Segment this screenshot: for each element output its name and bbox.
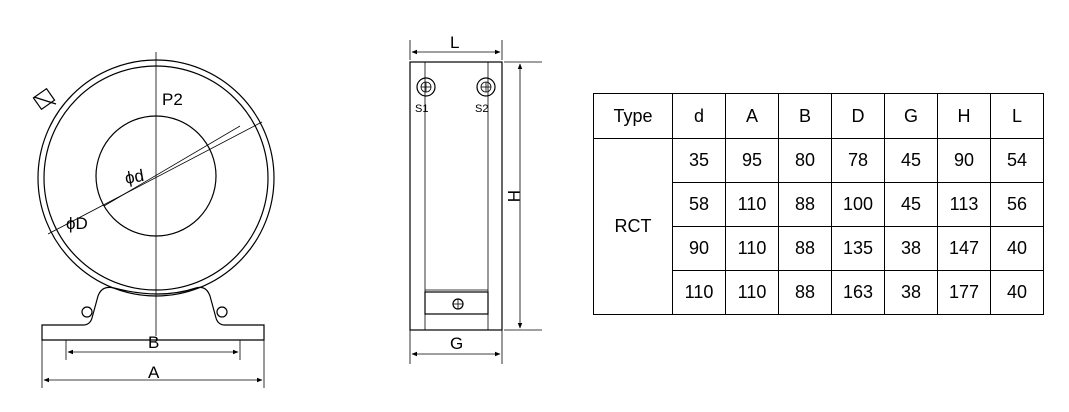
header-b: B — [778, 93, 832, 139]
table-header-row: Type d A B D G H L — [593, 93, 1044, 139]
table-row: 90 110 88 135 38 147 40 — [594, 226, 1044, 271]
table-cell: 110 — [725, 182, 779, 227]
terminal-s2 — [476, 77, 496, 97]
header-l: L — [990, 93, 1044, 139]
table-cell: 38 — [884, 226, 938, 271]
table-cell: 100 — [831, 182, 885, 227]
table-cell: 110 — [672, 270, 726, 315]
table-row: RCT 35 95 80 78 45 90 54 — [593, 138, 1044, 315]
table-cell: 58 — [672, 182, 726, 227]
table-cell: 147 — [937, 226, 991, 271]
table-cell: 163 — [831, 270, 885, 315]
spec-table: Type d A B D G H L RCT 35 95 80 78 45 90… — [593, 93, 1044, 315]
label-inner-dia: ϕd — [123, 166, 145, 188]
label-h: H — [504, 190, 523, 202]
table-cell: 90 — [937, 138, 991, 183]
table-cell: 38 — [884, 270, 938, 315]
left-bracket-screw — [81, 306, 93, 318]
base-plate — [41, 286, 265, 341]
side-body — [409, 61, 503, 331]
table-cell: 40 — [990, 226, 1044, 271]
front-view — [32, 52, 275, 388]
header-type: Type — [593, 93, 673, 139]
table-cell: 113 — [937, 182, 991, 227]
table-cell: 35 — [672, 138, 726, 183]
table-cell: 88 — [778, 226, 832, 271]
type-cell: RCT — [593, 138, 673, 315]
table-cell: 110 — [725, 226, 779, 271]
label-g: G — [450, 334, 463, 353]
side-view — [409, 40, 542, 364]
label-a: A — [148, 363, 160, 382]
header-a: A — [725, 93, 779, 139]
header-h: H — [937, 93, 991, 139]
terminal-s1 — [416, 77, 436, 97]
header-d: d — [672, 93, 726, 139]
table-cell: 54 — [990, 138, 1044, 183]
table-cell: 56 — [990, 182, 1044, 227]
table-cell: 177 — [937, 270, 991, 315]
right-bracket-screw — [216, 306, 228, 318]
header-outer-d: D — [831, 93, 885, 139]
table-cell: 110 — [725, 270, 779, 315]
table-cell: 88 — [778, 270, 832, 315]
table-cell: 90 — [672, 226, 726, 271]
table-cell: 78 — [831, 138, 885, 183]
table-cell: 135 — [831, 226, 885, 271]
table-cell: 45 — [884, 182, 938, 227]
table-cell: 45 — [884, 138, 938, 183]
outer-dia-line — [47, 121, 263, 235]
top-terminal — [32, 87, 57, 111]
table-row: 58 110 88 100 45 113 56 — [594, 182, 1044, 227]
table-cell: 40 — [990, 270, 1044, 315]
side-bottom-clamp — [424, 291, 489, 315]
label-s1: S1 — [415, 103, 428, 115]
label-p2: P2 — [162, 90, 183, 109]
label-outer-dia: ϕD — [66, 214, 88, 233]
table-cell: 80 — [778, 138, 832, 183]
label-b: B — [148, 333, 159, 352]
header-g: G — [884, 93, 938, 139]
label-l: L — [450, 33, 459, 52]
table-cell: 88 — [778, 182, 832, 227]
table-cell: 95 — [725, 138, 779, 183]
table-row: 110 110 88 163 38 177 40 — [594, 270, 1044, 315]
label-s2: S2 — [475, 103, 488, 115]
